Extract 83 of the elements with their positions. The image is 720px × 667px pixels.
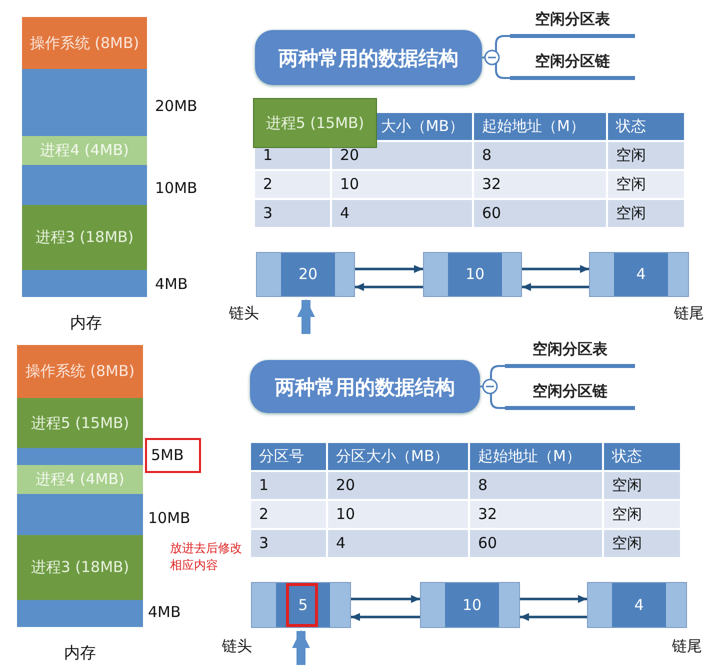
list-node: [589, 252, 689, 297]
branch-label: 空闲分区表: [510, 8, 635, 38]
table-cell: 3: [255, 200, 330, 227]
size-label: 10MB: [155, 178, 198, 199]
free-memory-block: [17, 494, 143, 535]
size-label: 链头: [222, 636, 252, 657]
size-label: 链尾: [672, 636, 702, 657]
free-memory-block: [17, 600, 143, 627]
free-memory-block: [17, 448, 143, 465]
table-cell: 32: [470, 501, 602, 528]
size-label: 链头: [229, 303, 259, 324]
annotation-note: 放进去后修改相应内容: [170, 540, 243, 574]
free-memory-block: [22, 270, 147, 297]
memory-caption: 内存: [70, 312, 102, 334]
process-block: 进程4 (4MB): [17, 465, 143, 494]
table-cell: 2: [251, 501, 326, 528]
process-block: 进程5 (15MB): [17, 398, 143, 448]
list-node-value: 10: [448, 253, 502, 296]
table-cell: 空闲: [604, 472, 680, 499]
table-cell: 空闲: [604, 530, 680, 557]
process-block: 进程5 (15MB): [253, 98, 377, 148]
list-node-value: 20: [281, 253, 335, 296]
list-node-value: 4: [614, 253, 668, 296]
table-header-cell: 状态: [604, 443, 680, 470]
table-cell: 10: [328, 501, 468, 528]
table-cell: 20: [332, 142, 472, 169]
process-block: 进程3 (18MB): [22, 205, 147, 270]
table-cell: 10: [332, 171, 472, 198]
table-cell: 20: [328, 472, 468, 499]
block-arrow: [297, 299, 315, 334]
table-cell: 60: [470, 530, 602, 557]
block-arrow: [292, 630, 310, 665]
arrow: [522, 283, 589, 291]
table-header-cell: 分区大小（MB）: [328, 443, 468, 470]
table-cell: 空闲: [608, 200, 684, 227]
size-label: 链尾: [674, 303, 704, 324]
size-label: 4MB: [155, 274, 188, 295]
process-block: 进程3 (18MB): [17, 535, 143, 600]
table-cell: 1: [251, 472, 326, 499]
free-memory-block: [22, 165, 147, 205]
branch-label: 空闲分区链: [505, 380, 635, 410]
table-header-cell: 分区号: [251, 443, 326, 470]
table-header-cell: 起始地址（M）: [470, 443, 602, 470]
arrow: [520, 613, 587, 621]
process-block: 进程4 (4MB): [22, 136, 147, 165]
arrow: [520, 595, 587, 603]
list-node: [420, 582, 520, 628]
table-cell: 32: [474, 171, 606, 198]
table-cell: 空闲: [608, 171, 684, 198]
table-cell: 8: [474, 142, 606, 169]
table-cell: 3: [251, 530, 326, 557]
table-cell: 4: [328, 530, 468, 557]
table-cell: 8: [470, 472, 602, 499]
size-label-highlighted: 5MB: [145, 438, 201, 473]
arrow: [351, 613, 420, 621]
branch-label: 空闲分区表: [505, 338, 635, 368]
list-node: [251, 582, 351, 628]
table-cell: 空闲: [608, 142, 684, 169]
free-memory-block: [22, 69, 147, 136]
size-label: 4MB: [148, 602, 181, 623]
size-label: 10MB: [148, 508, 190, 529]
arrow: [355, 283, 423, 291]
table-cell: 空闲: [604, 501, 680, 528]
table-cell: 2: [255, 171, 330, 198]
branch-label: 空闲分区链: [510, 50, 635, 80]
list-node-value: 10: [445, 583, 499, 627]
os-block: 操作系统 (8MB): [22, 17, 147, 69]
table-header-cell: 状态: [608, 113, 684, 140]
memory-caption: 内存: [64, 642, 96, 664]
topic-box: 两种常用的数据结构: [255, 30, 482, 85]
topic-box: 两种常用的数据结构: [250, 360, 480, 413]
arrow: [351, 595, 420, 603]
os-block: 操作系统 (8MB): [17, 345, 143, 398]
arrow: [522, 265, 589, 273]
table-cell: 4: [332, 200, 472, 227]
list-node: [256, 252, 355, 297]
list-node-value: 4: [612, 583, 666, 627]
list-node: [587, 582, 687, 628]
table-header-cell: 起始地址（M）: [474, 113, 606, 140]
list-node: [423, 252, 522, 297]
table-cell: 60: [474, 200, 606, 227]
arrow: [355, 265, 423, 273]
size-label: 20MB: [155, 96, 198, 117]
